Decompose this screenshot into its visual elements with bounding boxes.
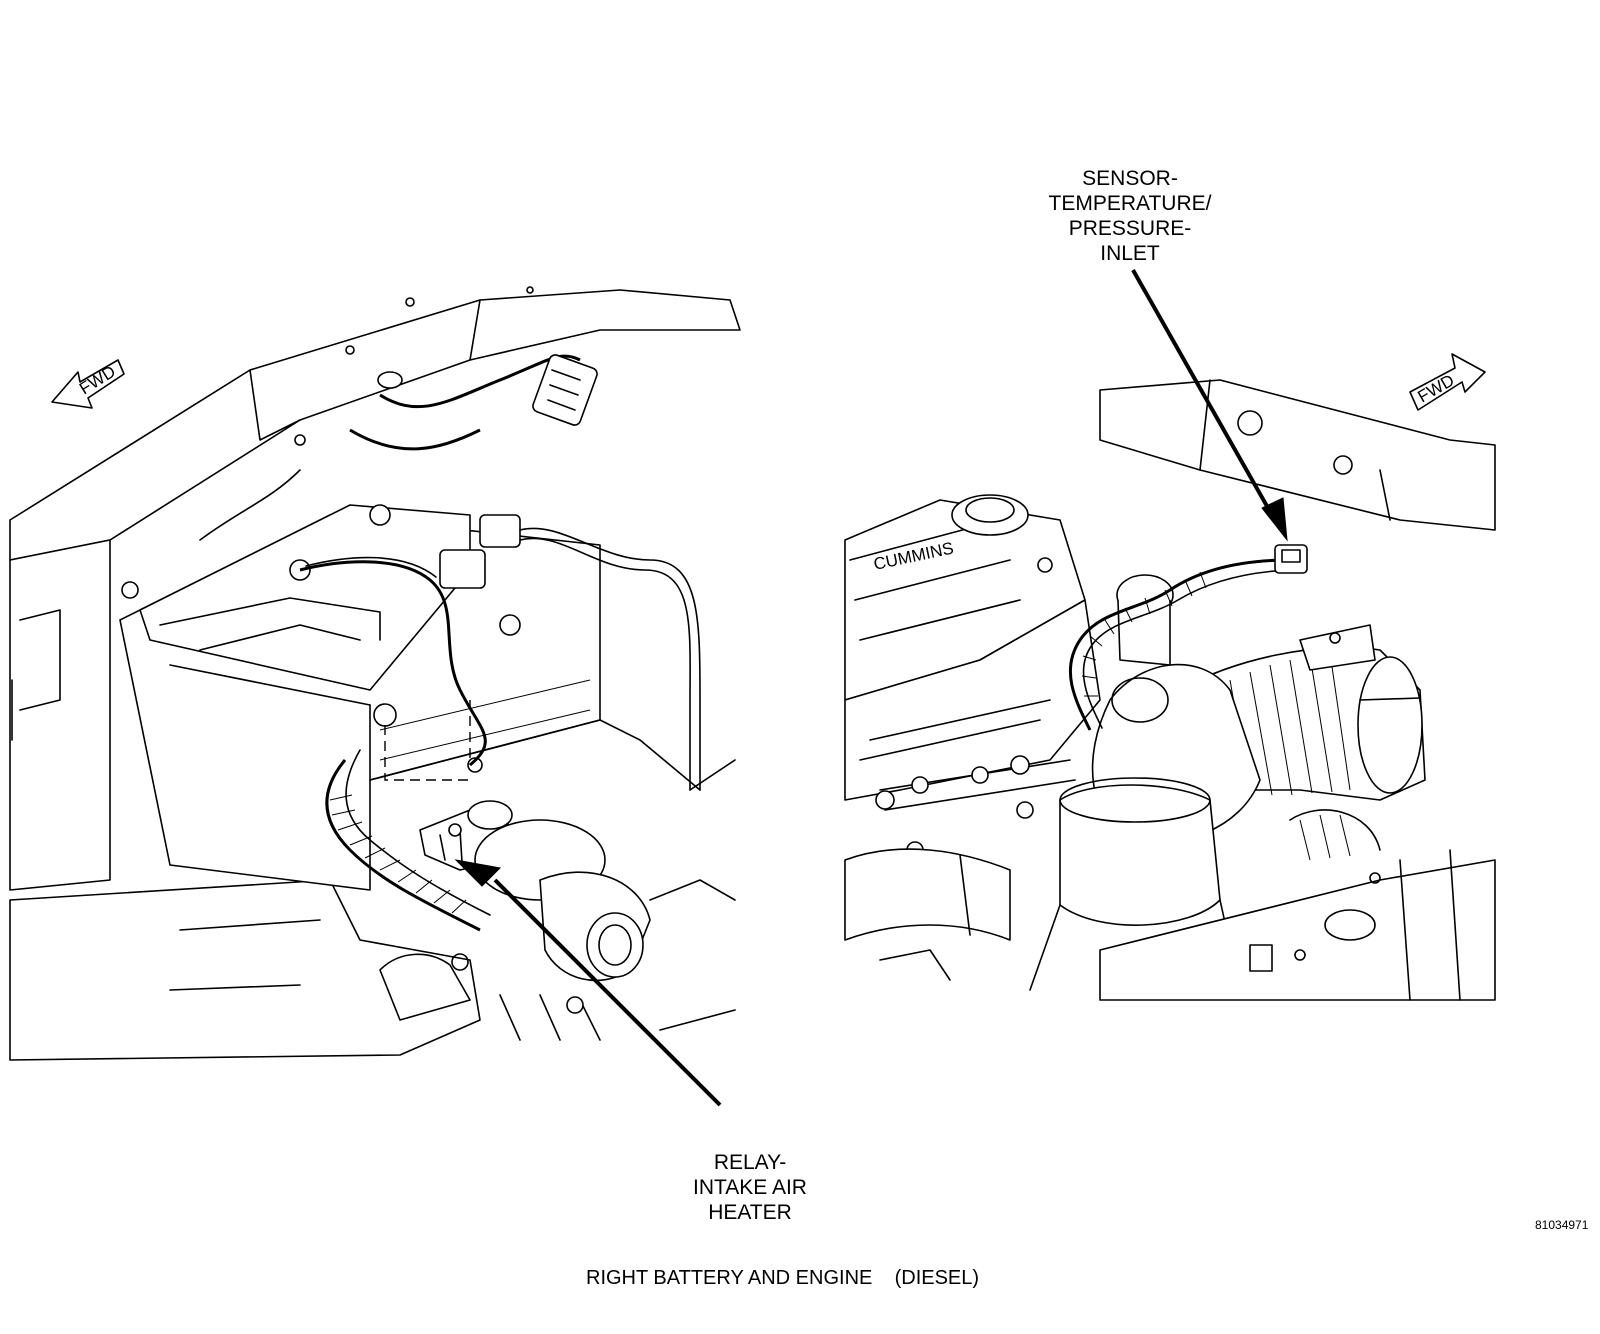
left-bracket	[9, 539, 111, 891]
temperature-pressure-sensor	[1274, 544, 1308, 574]
right-view-engine-area: CUMMINS	[844, 353, 1496, 1001]
fwd-arrow-left: FWD	[51, 359, 125, 409]
lower-crossmember	[1099, 859, 1496, 1001]
fwd-arrow-right: FWD	[1409, 353, 1486, 411]
wrapped-harness	[325, 759, 481, 932]
relay-leader-arrow	[454, 859, 722, 1107]
oil-fill-cap	[951, 494, 1029, 536]
sensor-leader-arrow	[1131, 269, 1288, 542]
figure-id: 81034971	[1535, 1218, 1589, 1232]
right-frame-beam	[1099, 379, 1496, 531]
terminal-nut	[369, 504, 391, 526]
sensor-temperature-pressure-inlet-label: SENSOR- TEMPERATURE/ PRESSURE- INLET	[1048, 167, 1212, 265]
figure-caption: RIGHT BATTERY AND ENGINE (DIESEL)	[586, 1267, 980, 1289]
fwd-label-right: FWD	[1415, 371, 1458, 407]
relay-intake-air-heater-label: RELAY- INTAKE AIR HEATER	[693, 1151, 807, 1224]
lower-fender	[9, 879, 481, 1061]
cable-connector	[439, 549, 486, 589]
battery-cable	[299, 560, 487, 767]
left-view-battery-area: FWD	[9, 286, 741, 1061]
